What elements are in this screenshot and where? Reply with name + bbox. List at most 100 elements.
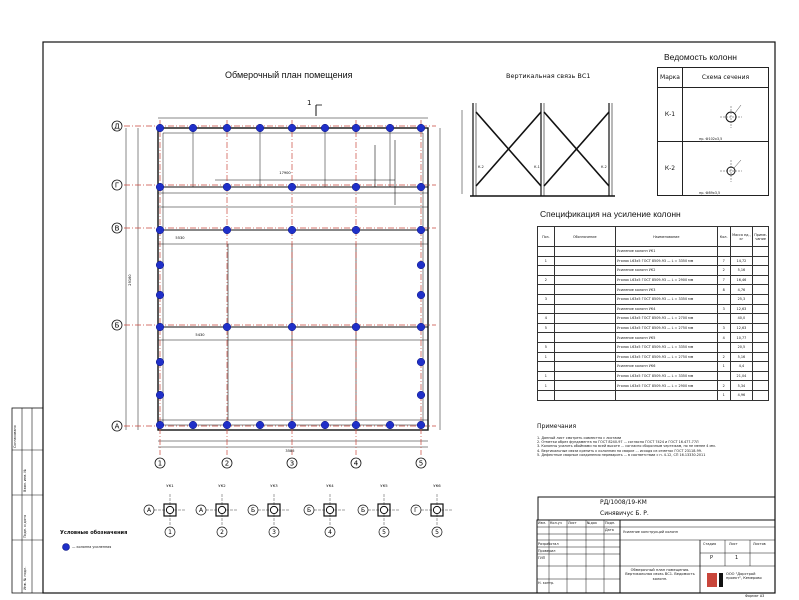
column-marker <box>155 390 165 400</box>
section-angle-frame <box>323 503 337 517</box>
axis-bubble-v <box>221 457 233 469</box>
section-axis-bubble <box>357 504 369 516</box>
tb-h-izm: Изм. <box>538 521 546 525</box>
column-marker <box>188 123 198 133</box>
spec-cell-name: Уголок L63х5 ГОСТ 8509-93 — L = 3350 мм <box>614 255 718 267</box>
legend-column-marker <box>62 543 70 551</box>
dimension-label: 17900 <box>279 171 291 175</box>
note-item: 4. Вертикальные связи крепить к колоннам… <box>537 448 702 453</box>
spec-cell-note <box>752 341 769 353</box>
spec-cell-name: Уголок L63х5 ГОСТ 8509-93 — L = 2750 мм <box>614 351 718 363</box>
spec-cell-qty: 1 <box>716 361 731 372</box>
spec-cell-qty: 7 <box>716 274 731 286</box>
column-marker <box>287 322 297 332</box>
spec-cell-name: Уголок L63х5 ГОСТ 8509-93 — L = 2700 мм <box>614 313 718 324</box>
brace-k2-left: К-2 <box>478 165 484 169</box>
spec-cell-des <box>553 313 616 324</box>
axis-label-v: 4 <box>354 460 359 468</box>
spec-cell-des <box>553 380 616 391</box>
axis-bubble-v <box>350 457 362 469</box>
axis-bubble-v <box>154 457 166 469</box>
axis-label-v: 5 <box>419 460 423 468</box>
section-label: УК6 <box>433 483 441 488</box>
vedomost-mark-k2: К-2 <box>657 141 683 196</box>
axis-bubble-h <box>111 179 123 191</box>
brace-k2-right: К-2 <box>601 165 607 169</box>
spec-cell-name: Усиление колонн УК2 <box>614 265 718 276</box>
tb-h-list: Лист <box>568 521 577 525</box>
section-num-bubble <box>164 526 176 538</box>
spec-cell-pos: 2 <box>537 274 555 286</box>
column-marker <box>155 357 165 367</box>
column-marker <box>416 123 426 133</box>
column-marker <box>155 322 165 332</box>
spec-cell-mass: 5,16 <box>729 351 754 363</box>
section-label: УК4 <box>326 483 334 488</box>
column-marker <box>222 322 232 332</box>
column-marker <box>155 260 165 270</box>
spec-cell-des <box>553 303 616 315</box>
legend-item: — колонна усиленная <box>72 545 112 549</box>
spec-cell-name: Усиление колонн УК6 <box>614 361 718 372</box>
spec-cell-pos <box>537 361 555 372</box>
vedomost-col-section: Схема сечения <box>682 67 769 88</box>
spec-cell-pos: 3 <box>537 293 555 305</box>
section-angle-frame <box>430 503 444 517</box>
section-pipe <box>217 505 227 515</box>
axis-bubble-v <box>415 457 427 469</box>
spec-cell-mass: 5,16 <box>729 265 754 276</box>
legend-title: Условные обозначения <box>60 530 128 536</box>
tb-h-kol: Кол.уч <box>550 521 562 525</box>
spec-cell-note <box>752 313 769 324</box>
spec-cell-pos <box>537 246 555 257</box>
spec-cell-qty: 1 <box>716 389 731 401</box>
section-num-bubble <box>216 526 228 538</box>
dimension-label: 3585 <box>285 449 294 453</box>
spec-cell-des <box>553 361 616 372</box>
section-num: 5 <box>435 529 439 536</box>
spec-cell-des <box>553 284 616 295</box>
section-num-bubble <box>431 526 443 538</box>
spec-cell-name: Усиление колонн УК1 <box>614 246 718 257</box>
spec-cell-name: Уголок L63х5 ГОСТ 8509-93 — L = 3350 мм <box>614 341 718 353</box>
sidebar-label-approved: Согласовано <box>13 425 17 448</box>
section-num-bubble <box>268 526 280 538</box>
spec-cell-name <box>614 389 718 401</box>
column-marker <box>351 322 361 332</box>
vedomost-title: Ведомость колонн <box>664 52 737 62</box>
column-marker <box>287 225 297 235</box>
tb-sheets-label: Листов <box>753 542 766 546</box>
section-num: 3 <box>272 529 276 536</box>
spec-cell-pos <box>537 284 555 295</box>
spec-cell-pos: 1 <box>537 380 555 391</box>
note-item: 2. Отметки обрез фундамента по ГОСТ 8240… <box>537 440 699 445</box>
spec-head-qty: Кол. <box>716 226 731 247</box>
spec-cell-note <box>752 380 769 391</box>
note-item: 1. Данный лист смотреть совместно с лист… <box>537 436 622 440</box>
column-marker <box>416 357 426 367</box>
spec-cell-name: Усиление колонн УК5 <box>614 332 718 343</box>
spec-cell-qty <box>716 341 731 353</box>
spec-cell-qty <box>716 313 731 324</box>
spec-table: Поз. Обозначение Наименование Кол. Масса… <box>537 226 769 401</box>
spec-cell-note <box>752 293 769 305</box>
brace-title: Вертикальная связь ВС1 <box>506 72 591 80</box>
spec-cell-name: Усиление колонн УК3 <box>614 284 718 295</box>
column-marker <box>287 123 297 133</box>
spec-cell-note <box>752 246 769 257</box>
vedomost-note-k1: пр. Ф102х3,5 <box>682 87 769 142</box>
spec-cell-pos: 1 <box>537 370 555 382</box>
column-marker <box>385 123 395 133</box>
spec-cell-mass: 4,4 <box>729 361 754 372</box>
spec-cell-name: Уголок L63х5 ГОСТ 8509-93 — L = 3350 мм <box>614 293 718 305</box>
section-label: УК5 <box>380 483 388 488</box>
spec-cell-note <box>752 389 769 401</box>
spec-cell-des <box>553 293 616 305</box>
column-marker <box>416 182 426 192</box>
column-marker <box>351 182 361 192</box>
